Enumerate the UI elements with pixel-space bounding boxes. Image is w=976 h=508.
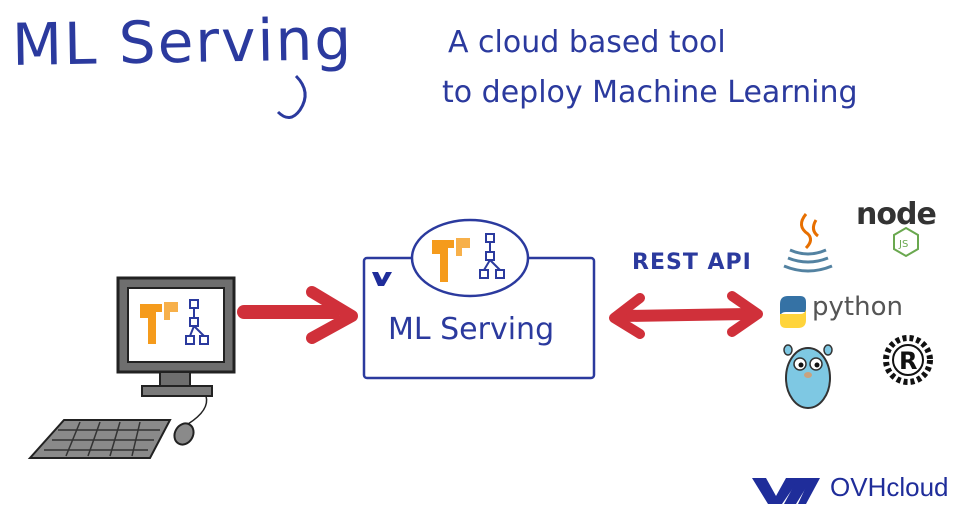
- tensorflow-icon: [140, 302, 178, 344]
- keyboard-icon: [27, 419, 172, 459]
- ml-serving-label: ML Serving: [388, 312, 555, 347]
- ovh-logo-icon: [752, 478, 820, 504]
- ovhcloud-label: OVHcloud: [830, 472, 949, 502]
- graph-icon: [185, 299, 209, 345]
- tensorflow-icon: [432, 238, 470, 282]
- rest-api-arrow: [609, 291, 763, 339]
- go-gopher-icon: [783, 344, 833, 409]
- ovh-small-logo-icon: [372, 272, 392, 286]
- node-icon: JS: [893, 226, 919, 258]
- ml-serving-box: [362, 218, 596, 380]
- java-icon: [783, 213, 833, 273]
- rest-api-label: REST API: [632, 250, 752, 275]
- mouse-icon: [173, 395, 208, 446]
- title-flourish: [276, 74, 307, 119]
- python-icon: [780, 296, 806, 328]
- computer-icon: [27, 276, 236, 459]
- subtitle-line-1: A cloud based tool: [448, 25, 726, 60]
- graph-icon: [479, 233, 505, 279]
- deploy-arrow: [237, 286, 358, 344]
- subtitle-line-2: to deploy Machine Learning: [442, 75, 858, 110]
- node-badge-text: JS: [898, 239, 908, 250]
- rust-icon: R: [883, 335, 933, 385]
- node-label: node: [856, 197, 937, 232]
- page-title: ML Serving: [11, 5, 354, 79]
- rust-letter: R: [899, 347, 917, 375]
- page-subtitle: A cloud based tool to deploy Machine Lea…: [442, 18, 918, 118]
- python-label: python: [812, 292, 903, 322]
